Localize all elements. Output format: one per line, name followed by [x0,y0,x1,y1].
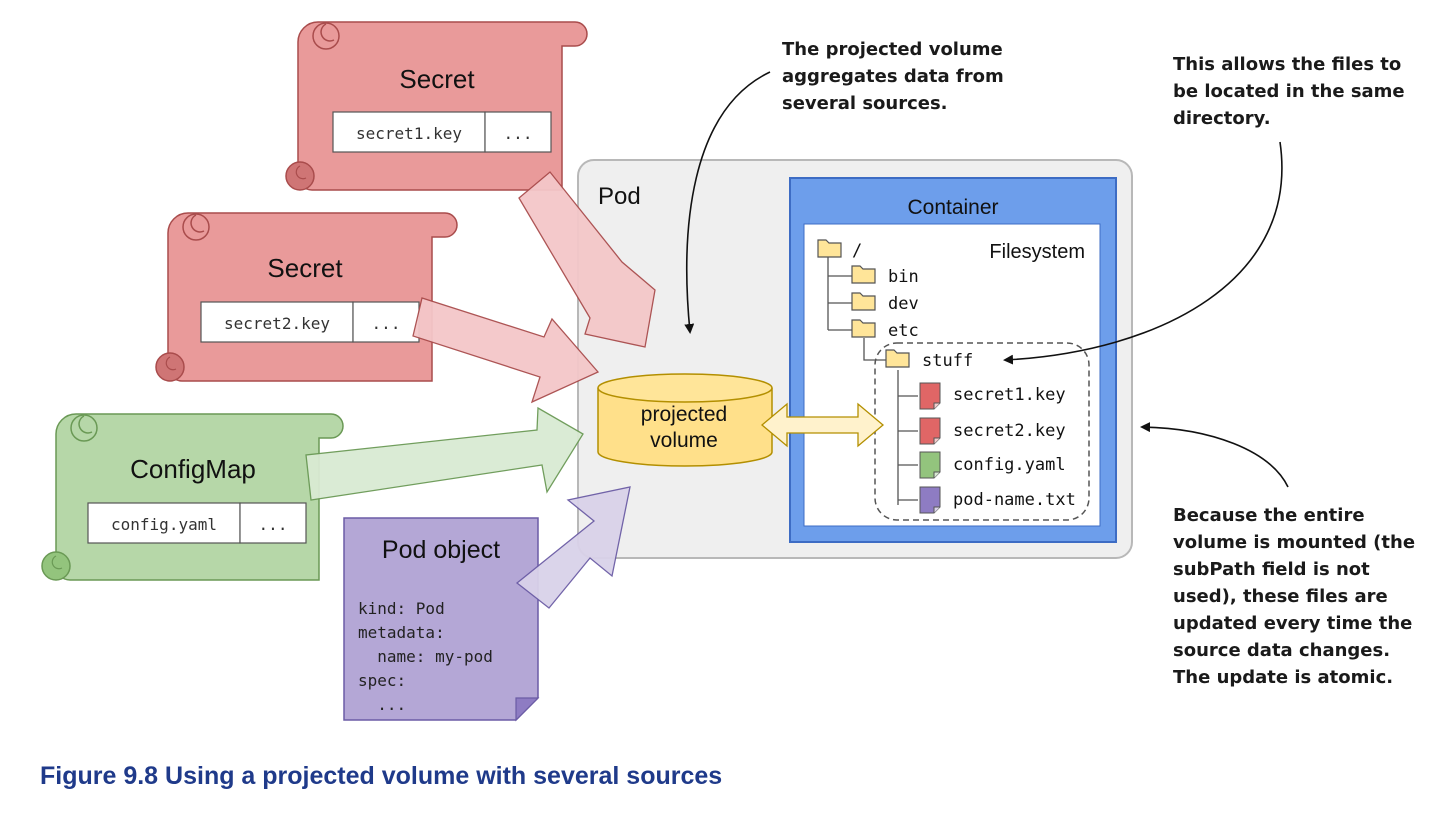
configmap-more-cell [239,502,307,544]
folder-icon [851,319,876,338]
secret1-key-cell [332,111,486,153]
pod-object-yaml: kind: Pod metadata: name: my-pod spec: .… [358,599,493,714]
file-icon [919,382,941,410]
secret2-key: secret2.key [224,314,330,333]
folder-icon [851,292,876,311]
file-config-label: config.yaml [953,455,1066,475]
file-secret1-label: secret1.key [953,385,1066,405]
pod-yaml-line: name: my-pod [358,647,493,666]
pod-yaml-line: spec: [358,671,406,690]
folder-icon [817,239,842,258]
same-dir-pointer [1003,141,1283,365]
container-label: Container [907,196,998,219]
configmap-title: ConfigMap [130,454,256,484]
annotation-line: source data changes. [1173,640,1390,661]
folder-dev-label: dev [888,294,919,314]
secret1-more-cell [484,111,552,153]
secret2-arrow [412,297,600,404]
annotation-line: volume is mounted (the [1173,532,1415,553]
figure-caption: Figure 9.8 Using a projected volume with… [40,762,723,790]
folder-bin-label: bin [888,267,919,287]
configmap-more: ... [259,515,288,534]
pod-yaml-line: metadata: [358,623,445,642]
aggregates-pointer [684,71,771,334]
atomic-pointer [1140,422,1289,488]
annotation-line: be located in the same [1173,81,1405,102]
secret-scroll-2 [155,212,458,382]
pod-yaml-line: ... [358,695,406,714]
annotation-line: several sources. [782,93,948,114]
configmap-key: config.yaml [111,515,217,534]
secret1-more: ... [504,124,533,143]
filesystem-label: Filesystem [989,241,1085,263]
pod-object-title: Pod object [382,536,500,564]
projected-volume-label-1: projected [641,403,727,426]
annotation-line: The update is atomic. [1173,667,1393,688]
folder-icon [851,265,876,284]
projected-volume-cylinder [597,373,773,467]
folder-root-label: / [852,241,862,261]
secret2-more: ... [372,314,401,333]
mount-double-arrow [760,402,885,448]
file-icon [919,486,941,514]
configmap-key-cell [87,502,241,544]
secret1-title: Secret [399,64,475,94]
folder-stuff-label: stuff [922,351,973,371]
file-icon [919,451,941,479]
folder-etc-label: etc [888,321,919,341]
annotation-line: directory. [1173,108,1271,129]
pod-yaml-line: kind: Pod [358,599,445,618]
file-icon [919,417,941,445]
annotation-line: The projected volume [782,39,1003,60]
annotation-aggregates: The projected volume aggregates data fro… [782,39,1004,114]
annotation-line: Because the entire [1173,505,1365,526]
tree-lines [827,256,918,505]
secret1-key: secret1.key [356,124,462,143]
filesystem-panel [803,223,1101,527]
projected-volume-label-2: volume [650,429,718,452]
file-secret2-label: secret2.key [953,421,1066,441]
pod-object-arrow [515,486,631,609]
folder-icon [885,349,910,368]
file-podname-label: pod-name.txt [953,490,1076,510]
pod-object-note [343,517,540,722]
annotation-atomic: Because the entire volume is mounted (th… [1173,505,1415,688]
annotation-line: subPath field is not [1173,559,1370,580]
configmap-scroll [41,413,344,581]
secret2-title: Secret [267,253,343,283]
secret1-arrow [518,171,656,348]
configmap-arrow [305,406,584,501]
pod-label: Pod [598,183,641,210]
annotation-line: aggregates data from [782,66,1004,87]
annotation-line: updated every time the [1173,613,1412,634]
secret-scroll-1 [285,21,588,191]
annotation-line: used), these files are [1173,586,1388,607]
annotation-line: This allows the files to [1173,54,1401,75]
annotation-same-dir: This allows the files to be located in t… [1173,54,1405,129]
